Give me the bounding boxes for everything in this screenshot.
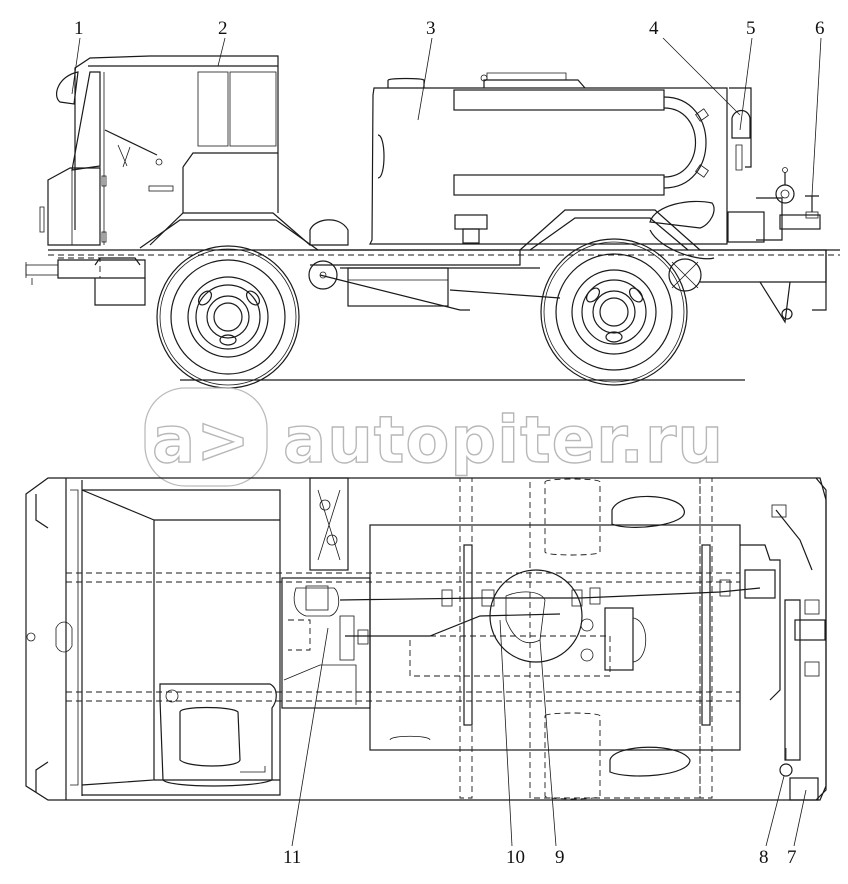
valves [580, 607, 646, 671]
cab [39, 55, 279, 246]
callout-9: 9 [555, 847, 565, 868]
rear-wheel [540, 238, 688, 386]
watermark-text: autopiter.ru [283, 404, 724, 478]
callout-1: 1 [74, 18, 84, 39]
callout-4: 4 [649, 18, 659, 39]
leader-4 [662, 37, 741, 116]
callout-3: 3 [426, 18, 436, 39]
leader-5 [739, 37, 753, 131]
callout-7: 7 [787, 847, 797, 868]
leader-7 [793, 789, 807, 847]
side-view [25, 55, 840, 389]
chassis [25, 209, 840, 324]
leader-10 [499, 619, 513, 847]
leader-1 [71, 37, 81, 95]
front-wheel [156, 245, 300, 389]
watermark-logo-frame [144, 387, 268, 487]
watermark: a> autopiter.ru [144, 387, 724, 487]
universal-joints [357, 579, 731, 645]
rear-piping [740, 477, 827, 801]
callout-6: 6 [815, 18, 825, 39]
leader-11 [291, 627, 329, 847]
callout-8: 8 [759, 847, 769, 868]
leader-6 [811, 37, 822, 197]
callout-11: 11 [283, 847, 301, 868]
leader-9 [539, 639, 557, 847]
pump-unit [649, 167, 821, 243]
leader-2 [217, 37, 226, 67]
watermark-logo: a> [152, 404, 251, 478]
tank [369, 72, 752, 245]
callout-2: 2 [218, 18, 228, 39]
leader-3 [417, 37, 433, 121]
top-view [25, 477, 827, 801]
callout-10: 10 [506, 847, 525, 868]
leader-8 [765, 775, 785, 847]
callouts: 1 2 3 4 5 6 7 8 9 10 11 [71, 18, 825, 868]
callout-5: 5 [746, 18, 756, 39]
